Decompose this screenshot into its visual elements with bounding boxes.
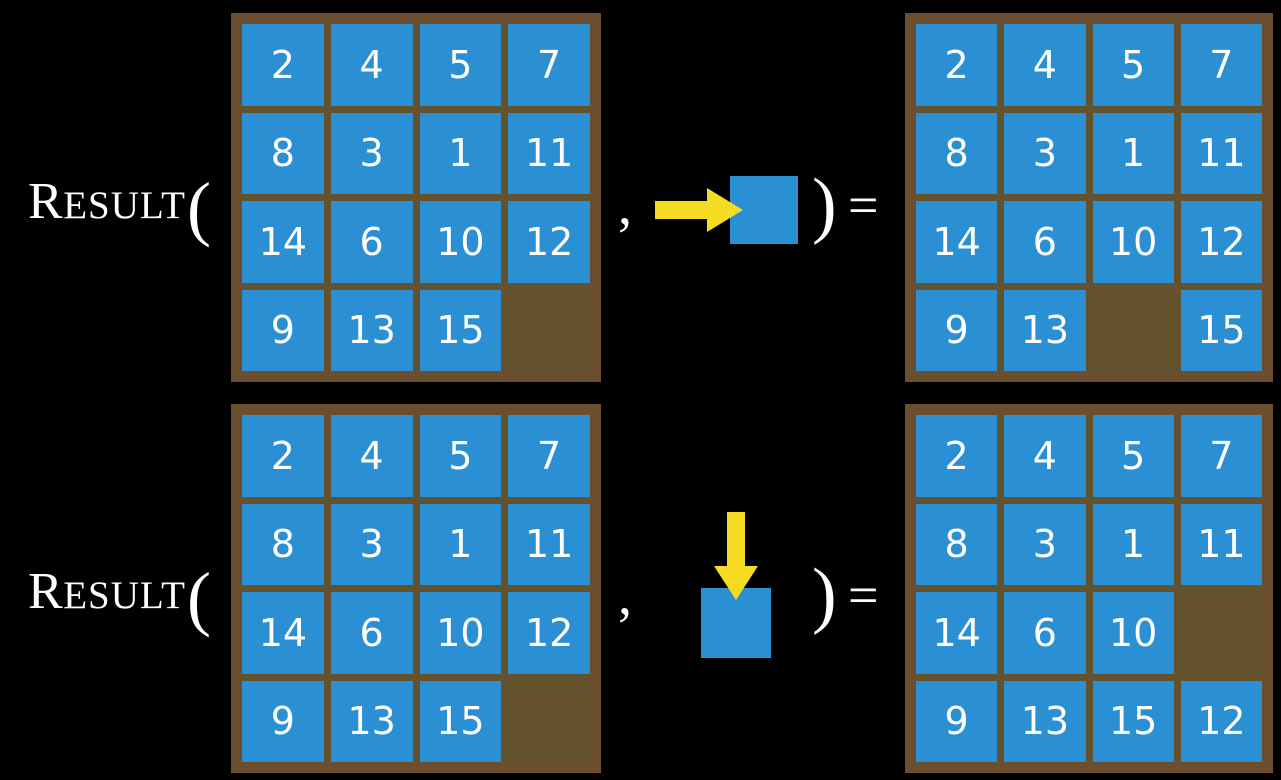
result-label-cap-row-1: R [28,173,64,230]
tile[interactable]: 5 [419,415,502,497]
tile[interactable]: 6 [330,592,413,674]
tile[interactable]: 6 [330,201,413,283]
tile[interactable]: 3 [330,112,413,194]
tile[interactable]: 3 [1004,503,1086,585]
tile[interactable]: 12 [508,201,590,283]
tile[interactable]: 7 [1180,24,1262,106]
tile[interactable]: 12 [508,592,590,674]
tile-blank [508,290,590,372]
tile[interactable]: 5 [419,24,502,106]
separator-comma-row-1: , [618,175,632,237]
tile[interactable]: 8 [916,503,998,585]
tile[interactable]: 3 [330,503,413,585]
tile[interactable]: 15 [1092,680,1174,762]
tile[interactable]: 1 [1092,112,1174,194]
paren-close-row-2: ) [812,554,837,636]
result-label-smallcaps-row-1: ESULT [63,184,186,227]
tile[interactable]: 1 [1092,503,1174,585]
tile[interactable]: 14 [916,592,998,674]
tile[interactable]: 10 [419,592,502,674]
tile[interactable]: 11 [1180,112,1262,194]
input-board-row-2: 2 4 5 7 8 3 1 11 14 6 10 12 9 13 15 [231,404,601,773]
result-label-row-2: RESULT( [28,562,211,634]
tile[interactable]: 4 [330,415,413,497]
tile[interactable]: 11 [1180,503,1262,585]
arrow-right-icon [655,188,743,232]
tile[interactable]: 9 [916,289,998,371]
tile[interactable]: 10 [1092,201,1174,283]
tile-blank [508,681,590,763]
tile[interactable]: 4 [330,24,413,106]
tile[interactable]: 6 [1004,201,1086,283]
tile[interactable]: 13 [330,289,413,371]
tile[interactable]: 4 [1004,415,1086,497]
tile[interactable]: 8 [242,112,324,194]
tile[interactable]: 1 [419,112,502,194]
tile[interactable]: 2 [242,415,324,497]
tile[interactable]: 11 [508,112,590,194]
paren-close-row-1: ) [812,164,837,246]
tile[interactable]: 14 [916,201,998,283]
result-label-cap-row-2: R [28,563,64,620]
input-board-row-1: 2 4 5 7 8 3 1 11 14 6 10 12 9 13 15 [231,13,601,382]
tile[interactable]: 10 [1092,592,1174,674]
tile[interactable]: 9 [242,680,324,762]
equals-sign-row-2: = [848,565,879,625]
tile[interactable]: 10 [419,201,502,283]
separator-comma-row-2: , [618,565,632,627]
tile[interactable]: 3 [1004,112,1086,194]
tile[interactable]: 14 [242,201,324,283]
tile[interactable]: 12 [1180,201,1262,283]
tile[interactable]: 7 [1180,415,1262,497]
result-label-row-1: RESULT( [28,172,211,244]
tile[interactable]: 9 [916,680,998,762]
tile[interactable]: 11 [508,503,590,585]
tile-blank [1093,290,1174,372]
output-board-row-2: 2 4 5 7 8 3 1 11 14 6 10 9 13 15 12 [905,404,1273,773]
tile[interactable]: 14 [242,592,324,674]
tile[interactable]: 7 [508,24,590,106]
tile[interactable]: 15 [419,680,502,762]
tile[interactable]: 5 [1092,24,1174,106]
tile[interactable]: 6 [1004,592,1086,674]
result-paren-open-row-1: ( [186,168,212,248]
tile[interactable]: 9 [242,289,324,371]
tile-blank [1181,592,1262,674]
tile[interactable]: 2 [916,415,998,497]
result-paren-open-row-2: ( [186,558,212,638]
tile[interactable]: 12 [1180,680,1262,762]
tile[interactable]: 7 [508,415,590,497]
result-label-smallcaps-row-2: ESULT [63,574,186,617]
tile[interactable]: 1 [419,503,502,585]
output-board-row-1: 2 4 5 7 8 3 1 11 14 6 10 12 9 13 15 [905,13,1273,382]
tile[interactable]: 2 [916,24,998,106]
arrow-down-icon [714,512,758,600]
tile[interactable]: 15 [419,289,502,371]
tile[interactable]: 13 [330,680,413,762]
tile[interactable]: 15 [1180,289,1262,371]
tile[interactable]: 8 [242,503,324,585]
equals-sign-row-1: = [848,175,879,235]
tile[interactable]: 13 [1004,289,1086,371]
tile[interactable]: 13 [1004,680,1086,762]
tile[interactable]: 8 [916,112,998,194]
tile[interactable]: 5 [1092,415,1174,497]
tile[interactable]: 2 [242,24,324,106]
tile[interactable]: 4 [1004,24,1086,106]
